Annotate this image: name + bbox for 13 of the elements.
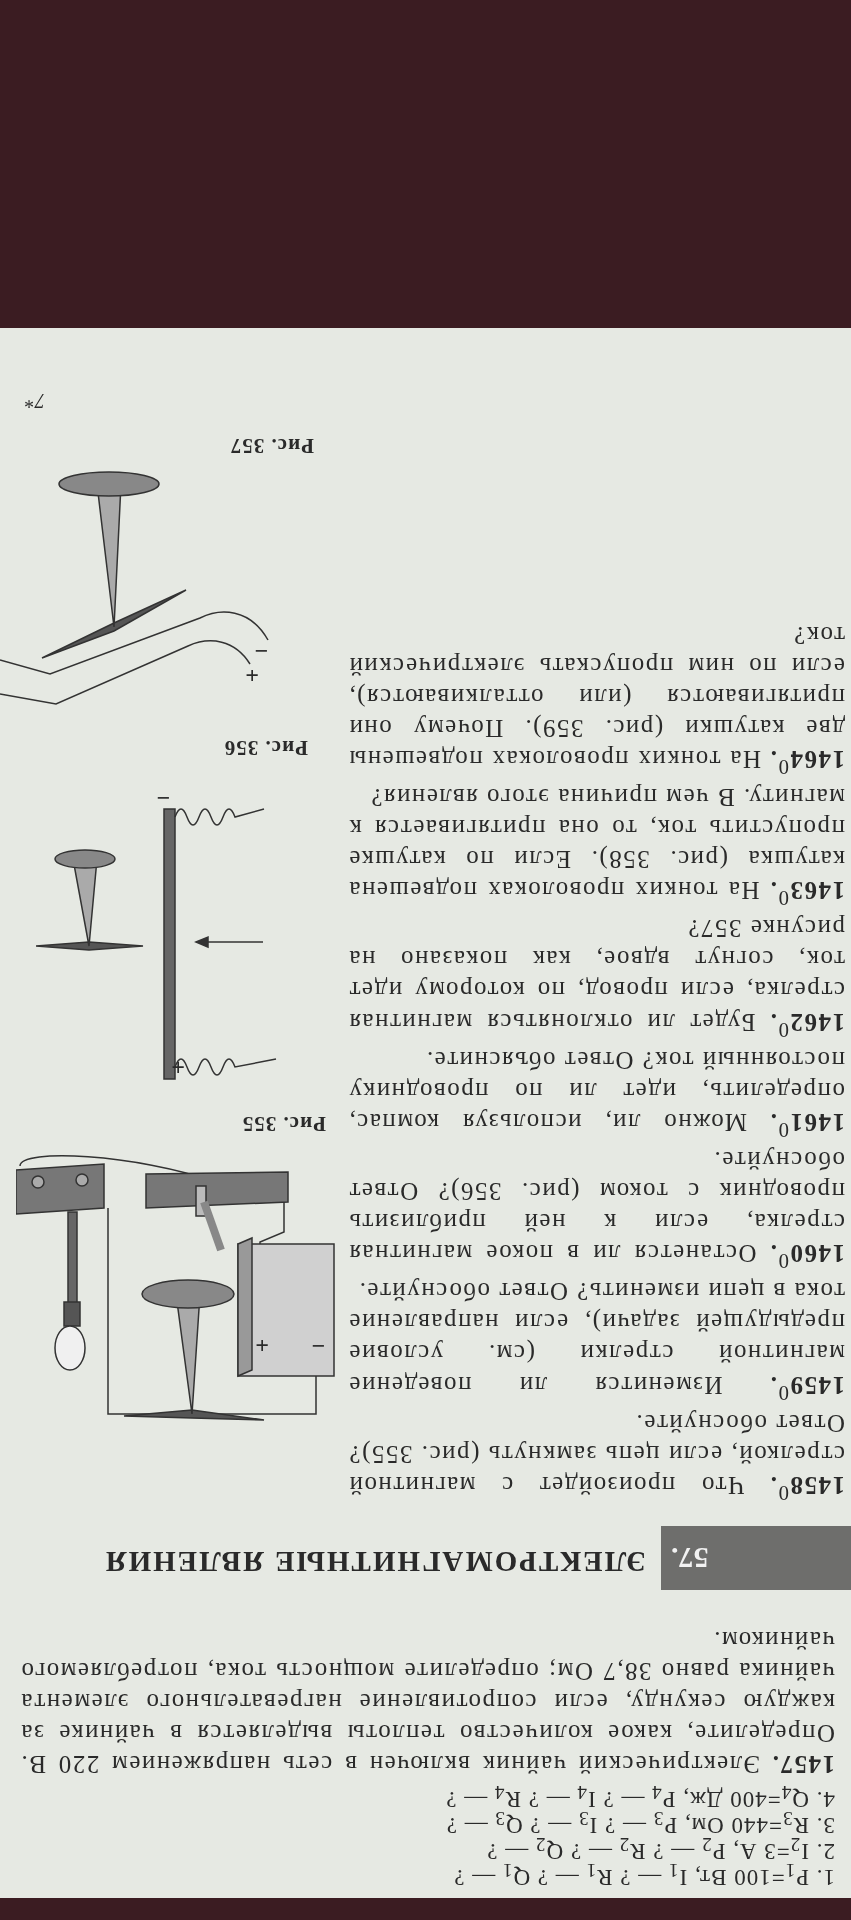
- polarity-sign: +: [171, 1056, 185, 1080]
- polarity-sign: −: [254, 639, 268, 663]
- polarity-sign: −: [156, 786, 170, 810]
- figure-caption: Рис. 355: [241, 1111, 326, 1136]
- section-number: 57.: [661, 1526, 851, 1590]
- polarity-sign: +: [245, 664, 259, 688]
- figure-caption: Рис. 357: [229, 433, 314, 458]
- section-title: ЭЛЕКТРОМАГНИТНЫЕ ЯВЛЕНИЯ: [103, 1545, 646, 1578]
- page-number: 7*: [25, 389, 45, 412]
- problem-text: 1457. Электрический чайник включен в сеть напряжением 220 В. Определите, какое количество теплоты выделяется в чайнике за каждую секунду, если сопротивление нагревательного элемента чайника равно 38,7 Ом; определите мощность тока, потребляемого чайником.: [20, 1626, 835, 1780]
- figure-caption: Рис. 356: [223, 735, 308, 760]
- polarity-sign: −: [311, 1334, 325, 1358]
- polarity-sign: +: [255, 1334, 269, 1358]
